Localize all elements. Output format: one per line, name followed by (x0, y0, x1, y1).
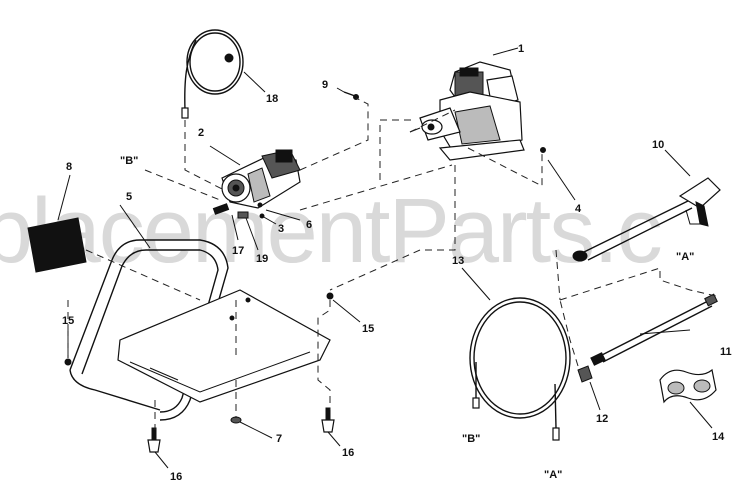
label-15-left: 15 (62, 315, 74, 327)
part-9-bolt (336, 87, 359, 100)
label-13: 13 (452, 255, 464, 267)
label-2: 2 (198, 127, 204, 139)
label-19: 19 (256, 253, 268, 265)
part-11-lance (590, 293, 718, 366)
label-18: 18 (266, 93, 278, 105)
label-9: 9 (322, 79, 328, 91)
part-16-feet (147, 407, 341, 469)
small-fittings (231, 202, 301, 251)
label-1: 1 (518, 43, 524, 55)
part-number-labels: 1 2 3 4 5 6 7 8 9 10 11 12 13 14 15 15 1… (62, 43, 732, 483)
part-5-frame (69, 204, 331, 421)
label-ref-b-top: "B" (120, 155, 138, 167)
label-14: 14 (712, 431, 725, 443)
part-18-hose-coil (181, 29, 266, 119)
label-8: 8 (66, 161, 72, 173)
label-6: 6 (306, 219, 312, 231)
label-7: 7 (276, 433, 282, 445)
part-2-pump (209, 145, 301, 219)
part-12-nozzle (577, 365, 601, 411)
part-10-spray-gun (572, 149, 721, 262)
part-4-screw (540, 147, 576, 201)
label-16-right: 16 (342, 447, 354, 459)
label-3: 3 (278, 223, 284, 235)
label-ref-b-bottom: "B" (462, 433, 480, 445)
watermark: placementParts.c (0, 180, 661, 282)
part-1-engine (409, 47, 525, 161)
label-15-right: 15 (362, 323, 374, 335)
label-10: 10 (652, 139, 664, 151)
label-5: 5 (126, 191, 132, 203)
label-16-left: 16 (170, 471, 182, 483)
assembly-lines (67, 97, 717, 430)
part-14-hose-hanger (659, 368, 717, 429)
label-ref-a-gun: "A" (676, 251, 694, 263)
label-11: 11 (720, 346, 732, 358)
label-12: 12 (596, 413, 608, 425)
label-17: 17 (232, 245, 244, 257)
part-15-washers (64, 292, 361, 366)
part-13-hose-coil (461, 267, 571, 441)
label-ref-a-bottom: "A" (544, 469, 562, 481)
part-8-grip (27, 174, 87, 273)
part-7-foot (230, 416, 273, 439)
label-4: 4 (575, 203, 582, 215)
